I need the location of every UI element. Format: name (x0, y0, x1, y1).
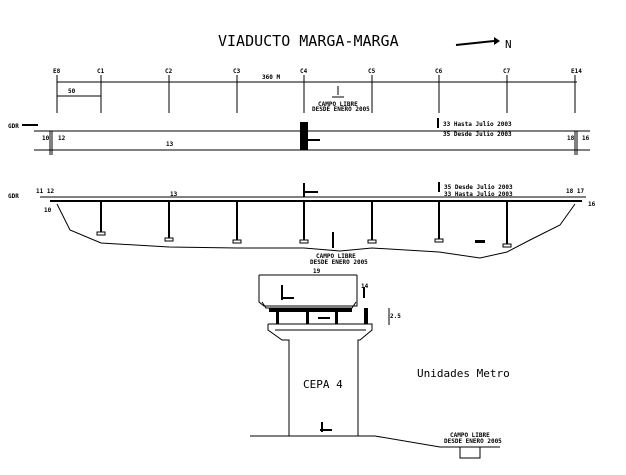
pier-footing (232, 239, 242, 244)
plan-mark: 18 (567, 135, 575, 142)
pier-label: CEPA 4 (303, 378, 343, 391)
elev-note-hasta: 33 Hasta Julio 2003 (444, 191, 513, 198)
axis-label: E8 (53, 68, 61, 75)
sensor-cluster (300, 122, 308, 150)
pier (100, 202, 102, 232)
elev-note-desde: 35 Desde Julio 2003 (444, 184, 513, 191)
plan-mark: 12 (58, 135, 66, 142)
north-arrow-icon (455, 37, 500, 46)
drawing-title: VIADUCTO MARGA-MARGA (218, 32, 399, 50)
section-width-dim: 19 (313, 268, 321, 275)
pier (168, 202, 170, 238)
elev-mark: 10 (44, 207, 52, 214)
axis-label: C2 (165, 68, 173, 75)
section-mark-14: 14 (361, 283, 369, 290)
axis-label: E14 (571, 68, 582, 75)
section-height-dim: 2.5 (390, 313, 401, 320)
pier-footing (299, 239, 309, 244)
axis-label: C1 (97, 68, 105, 75)
plan-gdr-label: GDR (8, 123, 19, 130)
pier-footing (434, 238, 444, 243)
elev-mark: 18 17 (566, 188, 584, 195)
section-campo-libre-1: CAMPO LIBRE (450, 432, 490, 439)
pier-footing (164, 237, 174, 242)
elev-campo-libre-2: DESDE ENERO 2005 (310, 259, 368, 266)
axis-label: C5 (368, 68, 376, 75)
elev-campo-libre-1: CAMPO LIBRE (316, 253, 356, 260)
elevation-view: GDR 11 12 10 13 18 17 16 35 Desde Julio … (8, 182, 596, 266)
section-campo-libre-2: DESDE ENERO 2005 (444, 438, 502, 445)
north-label: N (505, 38, 512, 51)
total-length: 360 M (262, 74, 280, 81)
plan-note-hasta: 33 Hasta Julio 2003 (443, 121, 512, 128)
axis-label: C3 (233, 68, 241, 75)
plan-mark: 10 (42, 135, 50, 142)
pier (236, 202, 238, 240)
plan-mark: 16 (582, 135, 590, 142)
plan-view: E8 C1 C2 C3 C4 C5 C6 C7 E14 50 360 M CAMPO LIBRE… (8, 68, 590, 155)
span-dimension: 50 (68, 88, 76, 95)
elev-mark: 11 12 (36, 188, 54, 195)
pier (438, 202, 440, 239)
pier (371, 202, 373, 240)
plan-note-desde: 35 Desde Julio 2003 (443, 131, 512, 138)
elev-mark: 16 (588, 201, 596, 208)
elev-mark: 13 (170, 191, 178, 198)
axis-label: C4 (300, 68, 308, 75)
units-label: Unidades Metro (417, 367, 510, 380)
pier (506, 202, 508, 244)
axis-label: C6 (435, 68, 443, 75)
pier-footing (502, 243, 512, 248)
elev-gdr-label: GDR (8, 193, 19, 200)
plan-campo-libre-1: CAMPO LIBRE (318, 101, 358, 108)
plan-mark: 13 (166, 141, 174, 148)
pier-footing (367, 239, 377, 244)
plan-campo-libre-2: DESDE ENERO 2005 (312, 106, 370, 113)
axis-label: C7 (503, 68, 511, 75)
pier-footing (96, 231, 106, 236)
cross-section: 19 14 2.5 CEPA 4 Unidades Metro CAMPO LI… (250, 268, 510, 459)
